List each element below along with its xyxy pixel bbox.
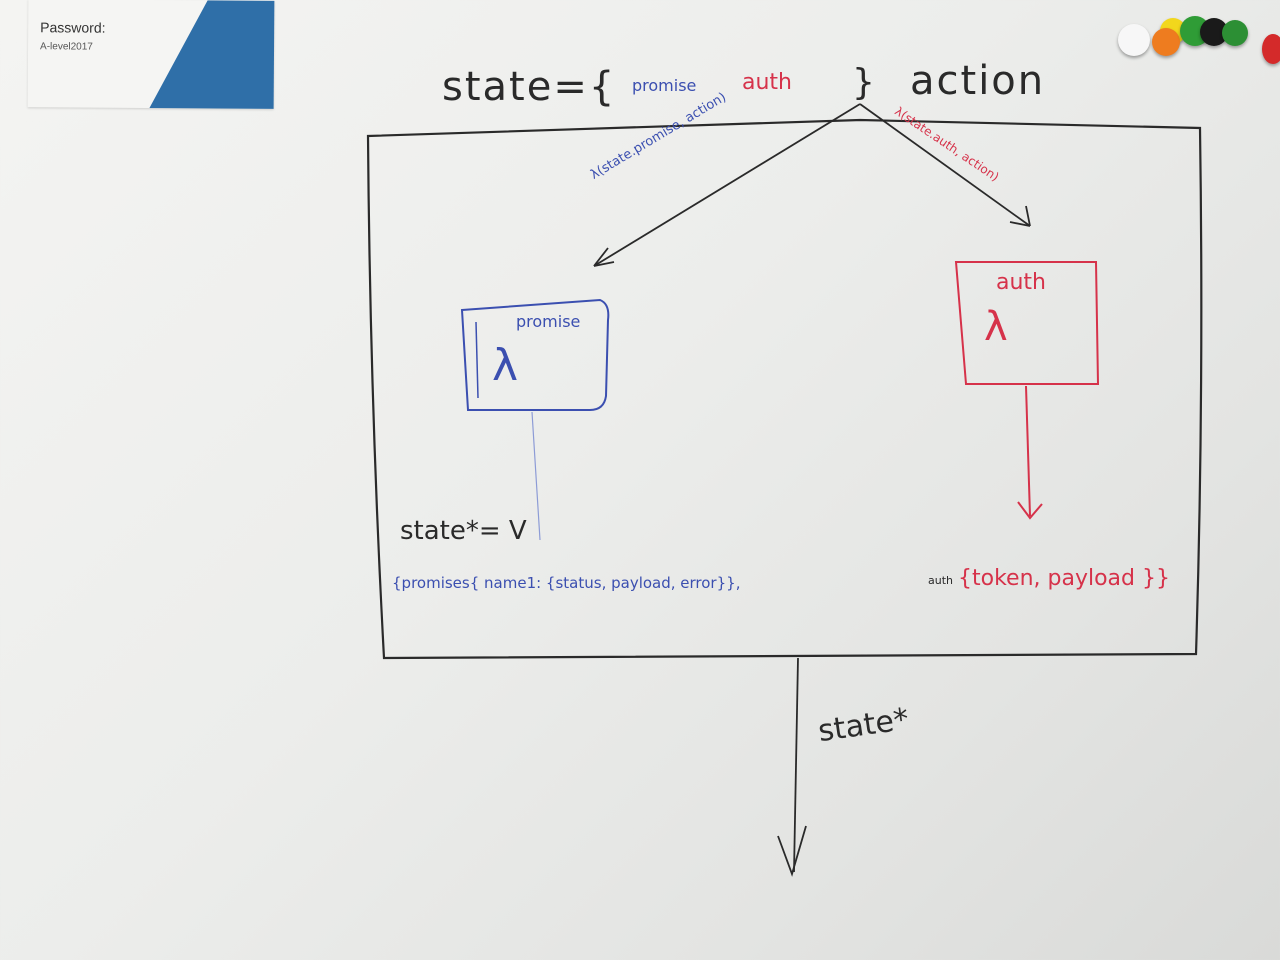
magnet-green-2 (1222, 20, 1248, 46)
result-line-part2: {token, payload }} (958, 566, 1170, 591)
top-state-prefix: state={ (442, 64, 617, 110)
output-line (793, 657, 799, 873)
promise-bracket (475, 321, 479, 399)
top-action: action (910, 58, 1046, 104)
result-line-part1: {promises{ name1: {status, payload, erro… (392, 574, 741, 592)
promise-box (460, 298, 610, 411)
top-state-promise: promise (632, 76, 697, 95)
left-arrow (593, 103, 861, 267)
auth-box-label: auth (996, 270, 1046, 295)
left-arrowhead (593, 247, 615, 267)
top-state-close: } (852, 62, 875, 103)
magnet-red (1262, 34, 1280, 64)
promise-box-lambda: λ (492, 340, 519, 391)
right-arrow (859, 103, 1031, 227)
auth-box (954, 261, 1100, 385)
output-arrowhead (777, 825, 807, 877)
result-line-auth-key: auth (928, 574, 953, 587)
right-arrowhead (1009, 205, 1031, 227)
magnet-white (1118, 24, 1150, 56)
auth-down-arrow (1025, 385, 1031, 517)
promise-box-label: promise (516, 312, 581, 331)
top-state-auth: auth (742, 70, 792, 95)
auth-down-arrowhead (1017, 501, 1043, 520)
promise-down-line (531, 411, 541, 541)
outer-frame (366, 118, 1203, 660)
result-heading: state*= V (400, 516, 527, 546)
auth-box-lambda: λ (984, 304, 1008, 350)
magnet-orange (1152, 28, 1180, 56)
